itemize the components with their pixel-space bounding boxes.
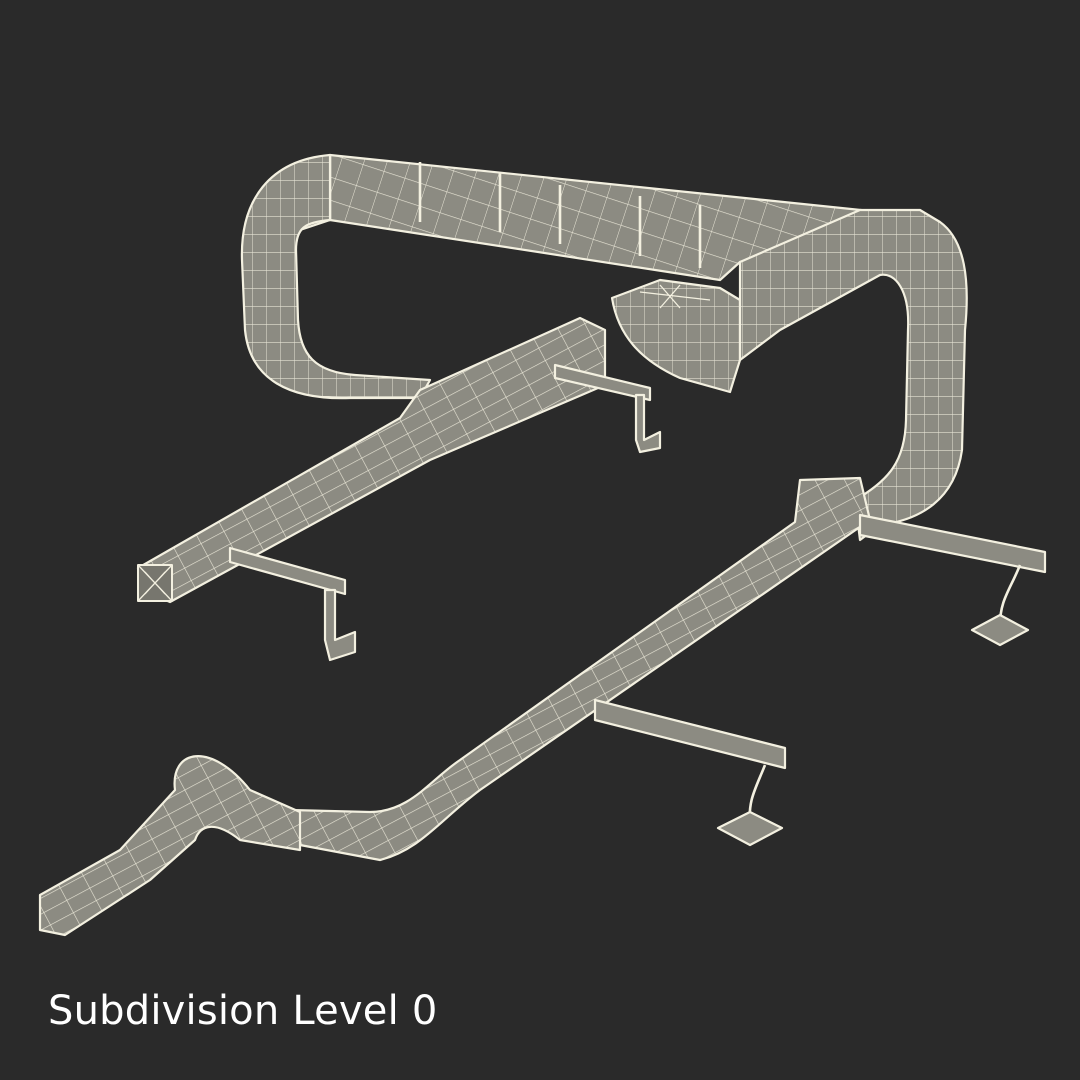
diffuser-drop-2: [228, 546, 357, 662]
subdivision-level-caption: Subdivision Level 0: [48, 988, 438, 1034]
floor-diffuser-1: [858, 513, 1047, 647]
lower-left-s-bend-duct: [38, 755, 302, 937]
lower-main-duct: [288, 476, 872, 862]
floor-diffuser-2: [593, 698, 787, 847]
diffuser-drop-1: [553, 363, 662, 454]
center-outlet-box: [610, 278, 742, 394]
left-branch-duct: [136, 316, 607, 604]
upper-loop-duct: [240, 153, 882, 400]
